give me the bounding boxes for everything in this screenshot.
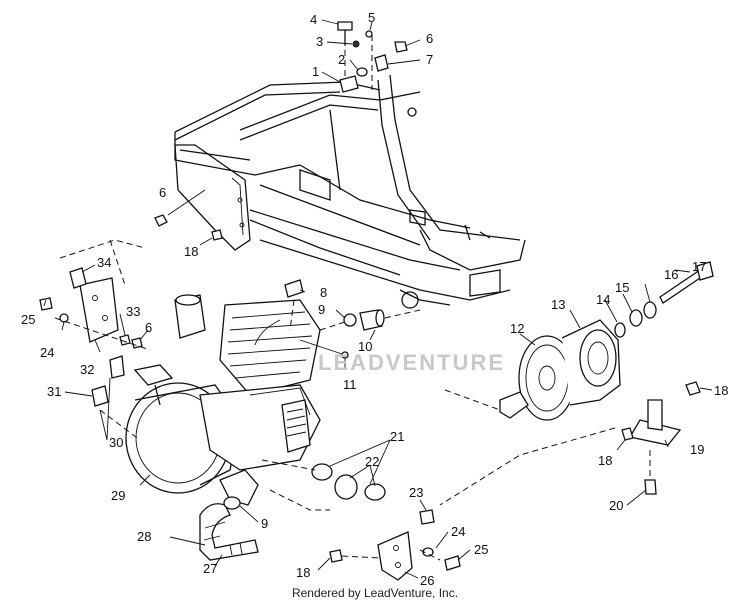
engine-mount-bracket [39, 239, 151, 351]
callout-9: 9 [261, 516, 269, 531]
callout-24: 24 [451, 524, 466, 539]
callout-5: 5 [368, 10, 376, 25]
callout-31: 31 [47, 384, 62, 399]
callout-12: 12 [510, 321, 525, 336]
callout-34: 34 [97, 255, 112, 270]
callout-13: 13 [551, 297, 566, 312]
callout-11: 11 [343, 377, 357, 392]
callout-8: 8 [320, 285, 328, 300]
callout-14: 14 [596, 292, 611, 307]
callout-18: 18 [714, 383, 729, 398]
drive-clutch [444, 261, 714, 421]
callout-19: 19 [690, 442, 705, 457]
callout-18: 18 [296, 565, 311, 580]
watermark: LEADVENTURE [318, 350, 506, 375]
callout-2: 2 [338, 52, 346, 67]
temp-sensor [284, 279, 304, 331]
lower-bracket [329, 509, 461, 581]
callout-20: 20 [609, 498, 624, 513]
plug-cap [91, 355, 141, 441]
callout-4: 4 [310, 12, 318, 27]
callout-9: 9 [318, 302, 326, 317]
callout-18: 18 [184, 244, 199, 259]
engine [125, 294, 349, 506]
callout-6: 6 [426, 31, 434, 46]
callout-24: 24 [40, 345, 55, 360]
footer-credit: Rendered by LeadVenture, Inc. [291, 586, 459, 600]
exhaust-clamps [261, 459, 386, 511]
callout-6: 6 [145, 320, 153, 335]
frame [174, 74, 526, 309]
callout-30: 30 [109, 435, 124, 450]
callout-3: 3 [316, 34, 324, 49]
callout-28: 28 [137, 529, 152, 544]
callout-16: 16 [664, 267, 679, 282]
exhaust-pipe [199, 496, 259, 561]
leader-lines [43, 19, 713, 579]
callout-32: 32 [80, 362, 95, 377]
callout-22: 22 [365, 454, 380, 469]
callout-26: 26 [420, 573, 435, 588]
callout-25: 25 [21, 312, 36, 327]
callout-7: 7 [426, 52, 434, 67]
callout-10: 10 [358, 339, 373, 354]
callout-18: 18 [598, 453, 613, 468]
callout-15: 15 [615, 280, 630, 295]
callout-33: 33 [126, 304, 141, 319]
frame-nuts [154, 189, 223, 241]
callout-21: 21 [390, 429, 405, 444]
callout-25: 25 [474, 542, 489, 557]
callout-27: 27 [203, 561, 218, 576]
mount-bracket-right [439, 381, 701, 506]
top-hardware [337, 21, 408, 93]
callout-17: 17 [692, 259, 707, 274]
callout-1: 1 [312, 64, 320, 79]
callout-29: 29 [111, 488, 126, 503]
callout-6: 6 [159, 185, 167, 200]
spacer [319, 309, 421, 331]
callout-23: 23 [409, 485, 424, 500]
